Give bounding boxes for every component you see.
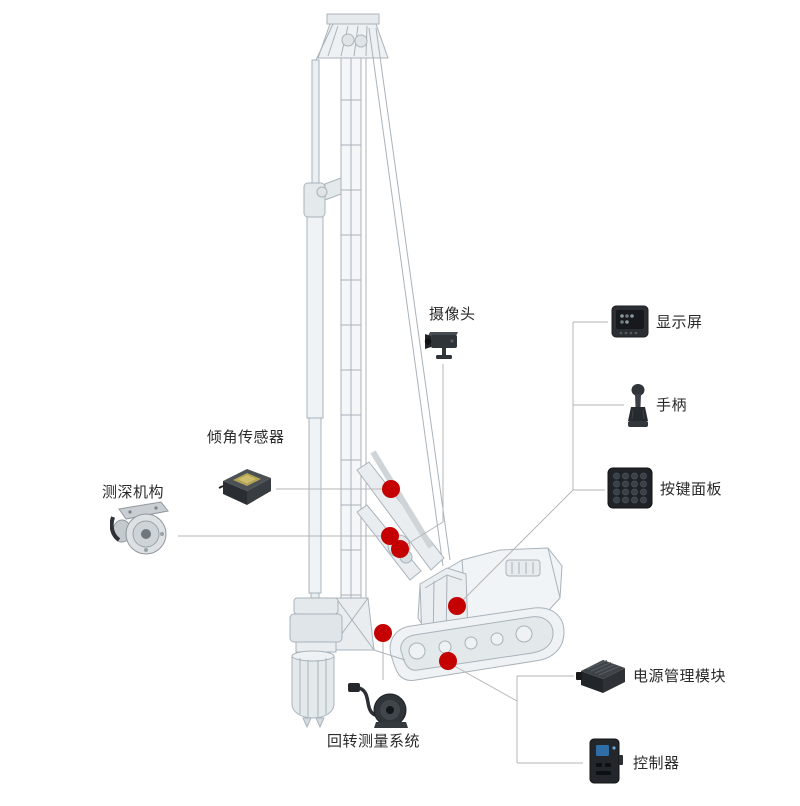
- label-keypad: 按键面板: [660, 480, 723, 498]
- rig-line-art: [289, 13, 565, 729]
- controller-unit-icon: [589, 738, 623, 784]
- monitor-icon: [611, 305, 649, 338]
- marker-rotary-system: [374, 624, 392, 642]
- controller-thumbnail: [585, 737, 625, 789]
- pulley-encoder-icon: [109, 501, 169, 555]
- label-power-module: 电源管理模块: [633, 667, 727, 685]
- marker-tilt-sensor: [382, 480, 400, 498]
- joystick-icon: [628, 384, 648, 427]
- marker-depth-mechanism: [381, 527, 399, 545]
- label-depth-mechanism: 测深机构: [102, 483, 165, 501]
- location-markers: [374, 480, 466, 670]
- joystick-thumbnail: [626, 383, 650, 433]
- marker-camera: [391, 540, 409, 558]
- button-panel-icon: [607, 467, 653, 509]
- marker-cab-devices: [448, 597, 466, 615]
- rotary-encoder-icon: [348, 683, 408, 728]
- sensor-box-icon: [218, 469, 271, 505]
- cctv-camera-icon: [424, 332, 458, 359]
- label-rotary-system: 回转测量系统: [327, 732, 421, 750]
- label-tilt-sensor: 倾角传感器: [207, 428, 285, 446]
- connector-lines: [178, 321, 624, 764]
- camera-thumbnail: [424, 326, 464, 368]
- power-module-icon: [576, 660, 625, 693]
- display-thumbnail: [610, 303, 650, 345]
- depth-mechanism-thumbnail: [109, 500, 176, 564]
- rotary-system-thumbnail: [348, 680, 412, 734]
- label-controller: 控制器: [633, 754, 680, 772]
- label-display: 显示屏: [656, 313, 703, 331]
- label-camera: 摄像头: [429, 305, 476, 323]
- power-module-thumbnail: [576, 654, 630, 700]
- marker-power-controller: [439, 652, 457, 670]
- keypad-thumbnail: [607, 467, 653, 513]
- tilt-sensor-thumbnail: [218, 464, 276, 510]
- label-joystick: 手柄: [656, 396, 688, 414]
